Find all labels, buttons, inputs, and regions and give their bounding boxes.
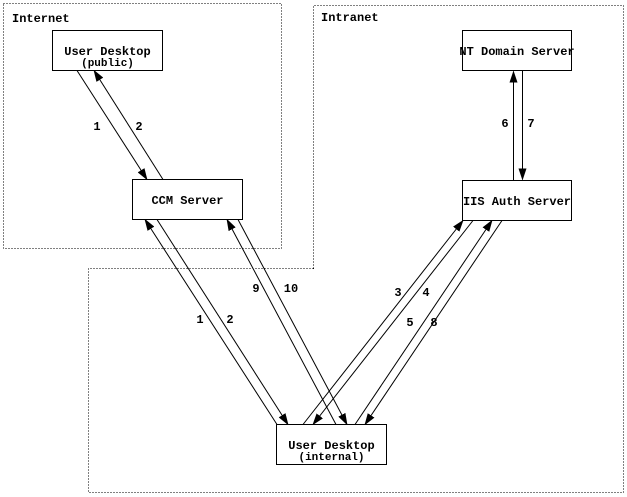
arrow-8-iis-to-internal-desktop — [364, 220, 503, 426]
arrow-label-2-internal: 2 — [226, 313, 233, 327]
arrow-9-internal-desktop-to-ccm — [226, 218, 337, 425]
arrow-10-ccm-to-internal-desktop — [237, 219, 348, 426]
node-title-nt-domain-server: NT Domain Server — [459, 45, 574, 59]
arrow-4-iis-to-internal-desktop — [312, 220, 474, 426]
node-subtitle-user-desktop-public: (public) — [81, 58, 134, 70]
arrow-label-10: 10 — [284, 282, 298, 296]
node-box-user-desktop-internal — [276, 424, 387, 465]
node-box-iis-auth-server — [462, 180, 572, 221]
node-ccm-server: CCM Server — [132, 179, 243, 220]
node-subtitle-user-desktop-internal: (internal) — [298, 452, 364, 464]
arrow-2-ccm-to-internal-desktop — [156, 219, 289, 426]
intranet-zone-border — [88, 5, 624, 493]
arrow-label-5: 5 — [406, 316, 413, 330]
node-title-user-desktop-internal: User Desktop — [288, 439, 374, 453]
arrow-label-4: 4 — [422, 286, 429, 300]
node-box-ccm-server — [132, 179, 243, 220]
node-iis-auth-server: IIS Auth Server — [462, 180, 572, 221]
arrow-1-internal-desktop-to-ccm — [144, 218, 278, 425]
arrow-label-6: 6 — [501, 117, 508, 131]
node-title-user-desktop-public: User Desktop — [64, 45, 150, 59]
arrow-2-ccm-to-public-desktop — [93, 69, 164, 180]
arrow-label-7: 7 — [527, 117, 534, 131]
arrow-label-1-public: 1 — [93, 120, 100, 134]
arrow-3-internal-desktop-to-iis — [302, 219, 464, 425]
arrow-label-9: 9 — [252, 282, 259, 296]
arrow-label-1-internal: 1 — [196, 313, 203, 327]
node-user-desktop-internal: User Desktop (internal) — [276, 424, 387, 465]
node-box-user-desktop-public — [52, 30, 163, 71]
zone-label-intranet: Intranet — [321, 11, 379, 25]
arrow-5-internal-desktop-to-iis — [354, 219, 493, 425]
node-box-nt-domain-server — [462, 30, 572, 71]
zone-label-internet: Internet — [12, 12, 70, 26]
node-nt-domain-server: NT Domain Server — [459, 30, 575, 71]
node-title-ccm-server: CCM Server — [151, 194, 223, 208]
node-title-iis-auth-server: IIS Auth Server — [463, 195, 571, 209]
arrow-label-8: 8 — [430, 316, 437, 330]
arrow-label-3: 3 — [394, 286, 401, 300]
arrow-label-2-public: 2 — [135, 120, 142, 134]
node-user-desktop-public: User Desktop (public) — [52, 30, 163, 71]
internet-zone-border — [3, 3, 282, 249]
arrow-1-public-desktop-to-ccm — [76, 70, 148, 181]
